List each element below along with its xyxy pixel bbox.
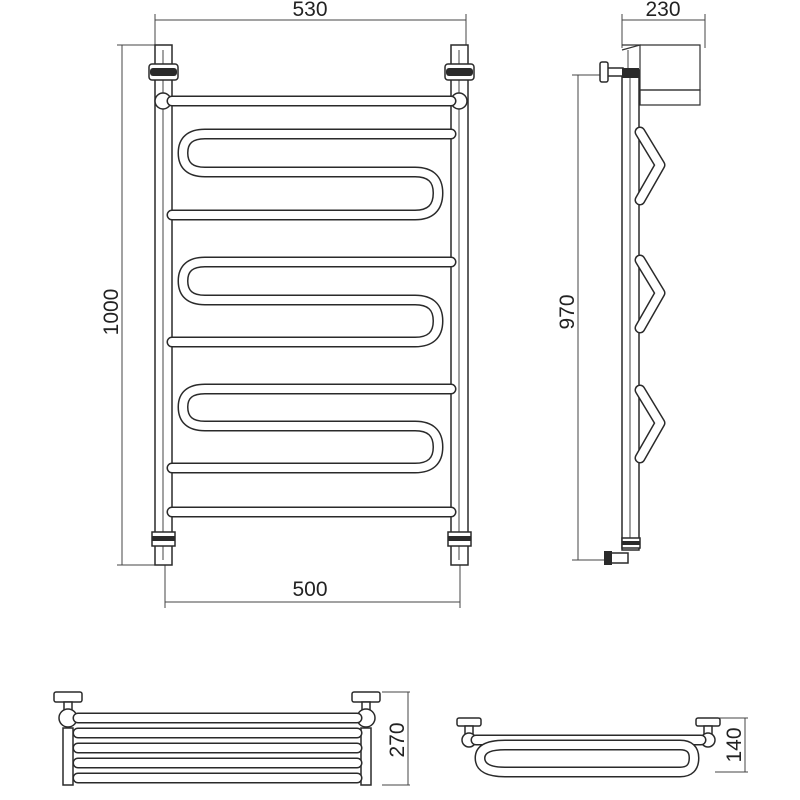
dimension-500: 500	[164, 560, 461, 608]
side-view: 230 970	[556, 0, 706, 565]
side-fold-3	[634, 384, 666, 464]
serpentine-loop-1	[166, 128, 457, 221]
dimension-270: 270	[382, 691, 410, 786]
bottom-view: 140	[456, 717, 748, 778]
top-left-mount	[148, 63, 179, 110]
top-view-left-fitting	[53, 691, 83, 786]
dimension-140-label: 140	[723, 727, 746, 762]
dimension-970: 970	[556, 74, 608, 561]
top-view: 270	[53, 691, 410, 786]
bottom-view-loop	[470, 734, 707, 778]
side-post	[621, 69, 640, 551]
top-view-right-fitting	[351, 691, 381, 786]
bottom-left-mount	[151, 531, 176, 547]
serpentine-loop-2	[166, 256, 457, 348]
dimension-270-label: 270	[386, 722, 409, 757]
dimension-140: 140	[715, 717, 748, 773]
side-fold-1	[634, 126, 666, 206]
dimension-230: 230	[621, 0, 706, 48]
dimension-1000: 1000	[100, 44, 163, 566]
dimension-970-label: 970	[556, 294, 579, 329]
dimension-1000-label: 1000	[100, 289, 123, 336]
dimension-500-label: 500	[292, 578, 327, 601]
top-right-mount	[444, 63, 475, 110]
dimension-530: 530	[154, 0, 467, 68]
serpentine-loop-3	[166, 383, 457, 474]
dimension-530-label: 530	[292, 0, 327, 21]
top-view-bars	[72, 712, 363, 784]
side-top-valve	[599, 61, 639, 83]
right-post	[450, 44, 469, 566]
front-view: 530 1000 500	[100, 0, 475, 608]
side-fold-2	[634, 254, 666, 334]
side-bottom-valve	[604, 537, 641, 565]
dimension-230-label: 230	[645, 0, 680, 21]
bottom-right-mount	[447, 531, 472, 547]
left-post	[154, 44, 173, 566]
